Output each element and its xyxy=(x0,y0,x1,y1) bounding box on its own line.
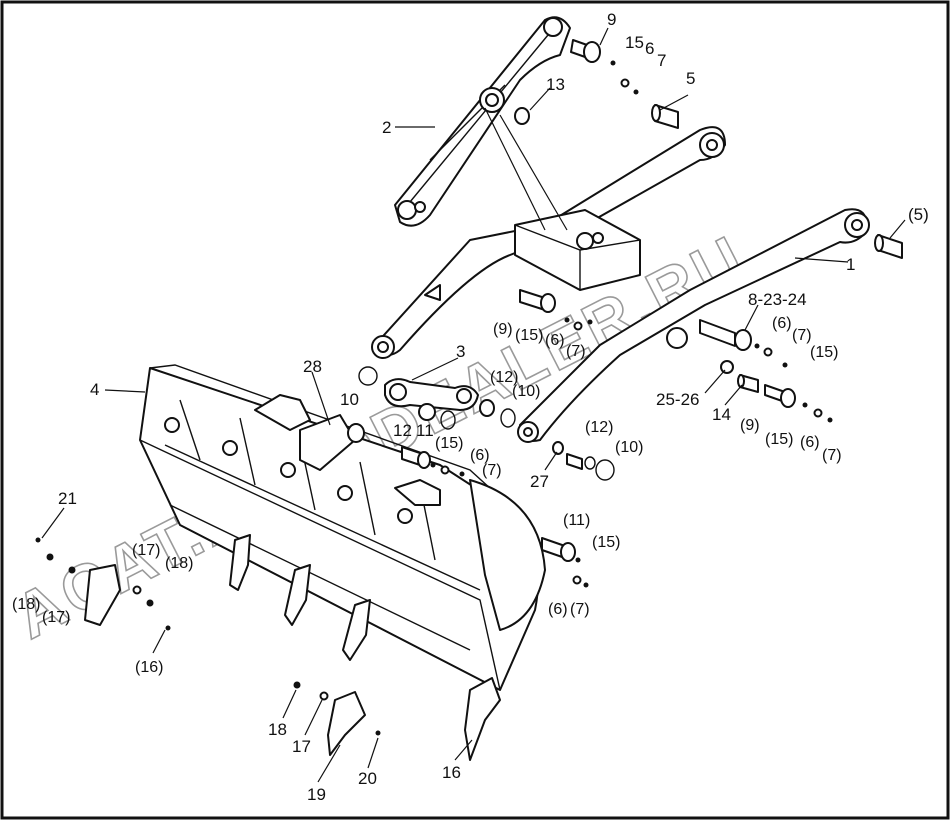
callout-18-paren-a: (18) xyxy=(165,555,193,572)
callout-1: 1 xyxy=(846,255,855,274)
callout-10-paren-a: (10) xyxy=(512,383,540,400)
callout-6-paren-e: (6) xyxy=(548,601,568,618)
callout-13: 13 xyxy=(546,75,565,94)
callout-12-paren-b: (12) xyxy=(585,419,613,436)
boom-frame-part-1 xyxy=(371,126,870,443)
pins-and-bushings xyxy=(35,39,903,736)
callout-12: 12 xyxy=(393,421,412,440)
rocker-link-part-2 xyxy=(394,16,571,227)
callout-12-paren-a: (12) xyxy=(490,369,518,386)
callout-15-paren-d: (15) xyxy=(765,431,793,448)
callout-7-paren-b: (7) xyxy=(566,343,586,360)
leader-lines xyxy=(41,27,906,783)
callout-15: 15 xyxy=(625,33,644,52)
callout-9: 9 xyxy=(607,10,616,29)
callout-17-paren-a: (17) xyxy=(132,542,160,559)
callout-5: 5 xyxy=(686,69,695,88)
callout-7-paren-c: (7) xyxy=(482,462,502,479)
connecting-link-part-3 xyxy=(384,378,479,411)
callout-15-paren-e: (15) xyxy=(592,534,620,551)
callout-15-paren-b: (15) xyxy=(515,327,543,344)
callout-15-paren-c: (15) xyxy=(435,435,463,452)
callout-6-paren-a: (6) xyxy=(772,315,792,332)
callout-9-paren-a: (9) xyxy=(493,321,513,338)
callout-18: 18 xyxy=(268,720,287,739)
callout-16-paren: (16) xyxy=(135,659,163,676)
callout-16: 16 xyxy=(442,763,461,782)
callout-7-paren-a: (7) xyxy=(792,327,812,344)
callout-6-paren-c: (6) xyxy=(470,447,490,464)
callout-labels: 9 15 6 7 13 5 2 (5) 1 8-23-24 (6) (7) (1… xyxy=(12,10,929,804)
callout-21: 21 xyxy=(58,489,77,508)
callout-17: 17 xyxy=(292,737,311,756)
callout-18-paren-b: (18) xyxy=(12,596,40,613)
callout-6: 6 xyxy=(645,39,654,58)
callout-17-paren-b: (17) xyxy=(42,609,70,626)
callout-7: 7 xyxy=(657,51,666,70)
callout-20: 20 xyxy=(358,769,377,788)
callout-5-paren: (5) xyxy=(908,205,929,224)
callout-11: 11 xyxy=(416,421,434,440)
callout-6-paren-b: (6) xyxy=(545,332,565,349)
callout-25-26: 25-26 xyxy=(656,390,699,409)
callout-11-paren: (11) xyxy=(563,512,590,529)
callout-28: 28 xyxy=(303,357,322,376)
callout-15-paren-a: (15) xyxy=(810,344,838,361)
callout-2: 2 xyxy=(382,118,391,137)
callout-4: 4 xyxy=(90,380,99,399)
bucket-teeth xyxy=(84,534,501,761)
callout-7-paren-e: (7) xyxy=(570,601,590,618)
callout-14: 14 xyxy=(712,405,731,424)
callout-6-paren-d: (6) xyxy=(800,434,820,451)
callout-3: 3 xyxy=(456,342,465,361)
bucket-part-4 xyxy=(139,364,546,691)
callout-10-paren-b: (10) xyxy=(615,439,643,456)
callout-8-23-24: 8-23-24 xyxy=(748,290,807,309)
callout-10: 10 xyxy=(340,390,359,409)
callout-9-paren-b: (9) xyxy=(740,417,760,434)
callout-27: 27 xyxy=(530,472,549,491)
callout-19: 19 xyxy=(307,785,326,804)
callout-7-paren-d: (7) xyxy=(822,447,842,464)
